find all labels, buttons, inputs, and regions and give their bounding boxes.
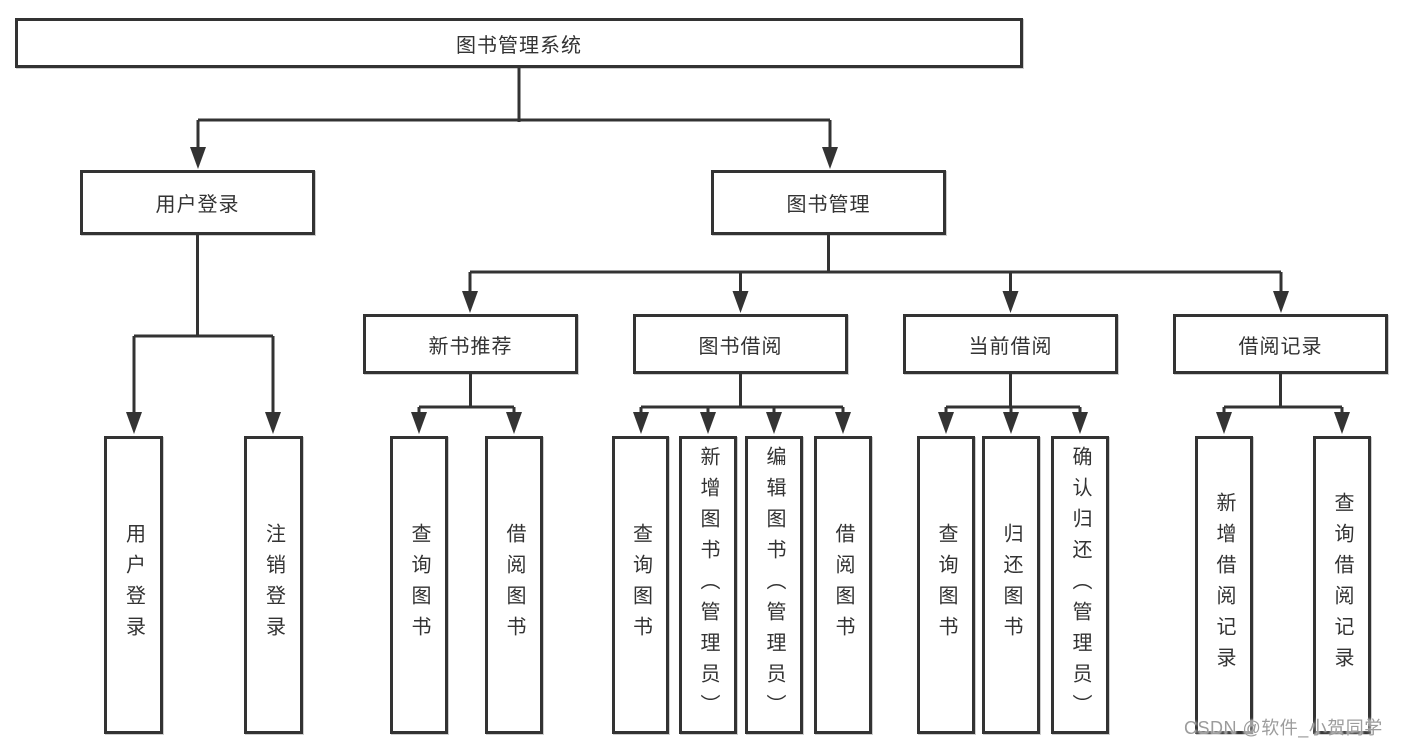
node-book-management: 图书管理 bbox=[711, 170, 946, 235]
node-label: 用户登录 bbox=[155, 194, 240, 216]
node-label: 归还图书 bbox=[1000, 523, 1022, 647]
node-label: 借阅图书 bbox=[832, 523, 854, 647]
node-label: 编辑图书（管理员） bbox=[763, 445, 785, 725]
leaf-logout: 注销登录 bbox=[244, 436, 303, 734]
arrowhead-bb-borrow bbox=[835, 412, 851, 434]
leaf-bb-query-book: 查询图书 bbox=[612, 436, 669, 734]
connector-book-management bbox=[468, 235, 1283, 295]
node-label: 查询图书 bbox=[408, 523, 430, 647]
leaf-nb-borrow-book: 借阅图书 bbox=[485, 436, 543, 734]
arrowhead-bb-edit bbox=[766, 412, 782, 434]
connector-user-login bbox=[132, 235, 275, 416]
node-label: 确认归还（管理员） bbox=[1069, 445, 1091, 725]
arrowhead-bb-add bbox=[700, 412, 716, 434]
node-label: 查询图书 bbox=[935, 523, 957, 647]
node-label: 新书推荐 bbox=[428, 335, 513, 358]
arrowhead-leaf-logout bbox=[265, 412, 281, 434]
node-label: 新增借阅记录 bbox=[1213, 492, 1235, 678]
node-user-login: 用户登录 bbox=[80, 170, 315, 235]
arrowhead-book-borrow bbox=[732, 291, 749, 313]
node-label: 当前借阅 bbox=[968, 335, 1053, 358]
connector-borrow-records-group bbox=[1222, 374, 1344, 415]
leaf-cb-return-book: 归还图书 bbox=[982, 436, 1040, 734]
leaf-user-login: 用户登录 bbox=[104, 436, 163, 734]
connector-book-borrow-group bbox=[639, 374, 845, 415]
leaf-bb-add-book-admin: 新增图书（管理员） bbox=[679, 436, 737, 734]
arrowhead-nb-borrow bbox=[506, 412, 522, 434]
node-current-borrow: 当前借阅 bbox=[903, 314, 1118, 374]
node-library-system: 图书管理系统 bbox=[15, 18, 1023, 68]
leaf-br-add-record: 新增借阅记录 bbox=[1195, 436, 1253, 734]
arrowhead-leaf-user-login bbox=[126, 412, 142, 434]
arrowhead-bb-query bbox=[633, 412, 649, 434]
node-label: 图书管理系统 bbox=[456, 34, 582, 57]
leaf-br-query-record: 查询借阅记录 bbox=[1313, 436, 1371, 734]
connector-new-book bbox=[417, 374, 516, 415]
node-label: 新增图书（管理员） bbox=[697, 445, 719, 725]
node-new-book-recommend: 新书推荐 bbox=[363, 314, 578, 374]
node-label: 借阅记录 bbox=[1238, 335, 1323, 358]
connector-root bbox=[196, 68, 832, 152]
node-label: 图书借阅 bbox=[698, 335, 783, 358]
node-label: 查询借阅记录 bbox=[1331, 492, 1353, 678]
node-book-borrow: 图书借阅 bbox=[633, 314, 848, 374]
connector-current-borrow-group bbox=[944, 374, 1082, 415]
arrowhead-borrow-records bbox=[1273, 291, 1289, 313]
arrowhead-nb-query bbox=[411, 412, 427, 434]
arrowhead-cb-query bbox=[938, 412, 954, 434]
leaf-bb-edit-book-admin: 编辑图书（管理员） bbox=[745, 436, 803, 734]
arrowhead-cb-return bbox=[1003, 412, 1019, 434]
arrowhead-br-query bbox=[1334, 412, 1350, 434]
arrowhead-user-login bbox=[190, 147, 206, 169]
leaf-cb-query-book: 查询图书 bbox=[917, 436, 975, 734]
arrowhead-br-add bbox=[1216, 412, 1232, 434]
node-label: 查询图书 bbox=[629, 523, 652, 647]
arrowhead-book-management bbox=[822, 147, 838, 169]
csdn-watermark: CSDN @软件_小贺同学 bbox=[1184, 718, 1383, 738]
node-label: 用户登录 bbox=[122, 523, 145, 647]
leaf-nb-query-book: 查询图书 bbox=[390, 436, 448, 734]
node-borrow-records: 借阅记录 bbox=[1173, 314, 1388, 374]
node-label: 注销登录 bbox=[262, 523, 285, 647]
leaf-cb-confirm-return-admin: 确认归还（管理员） bbox=[1051, 436, 1109, 734]
node-label: 图书管理 bbox=[786, 194, 871, 216]
arrowhead-cb-confirm bbox=[1072, 412, 1088, 434]
leaf-bb-borrow-book: 借阅图书 bbox=[814, 436, 872, 734]
arrowhead-current-borrow bbox=[1002, 291, 1019, 313]
node-label: 借阅图书 bbox=[503, 523, 525, 647]
arrowhead-new-book bbox=[462, 291, 478, 313]
